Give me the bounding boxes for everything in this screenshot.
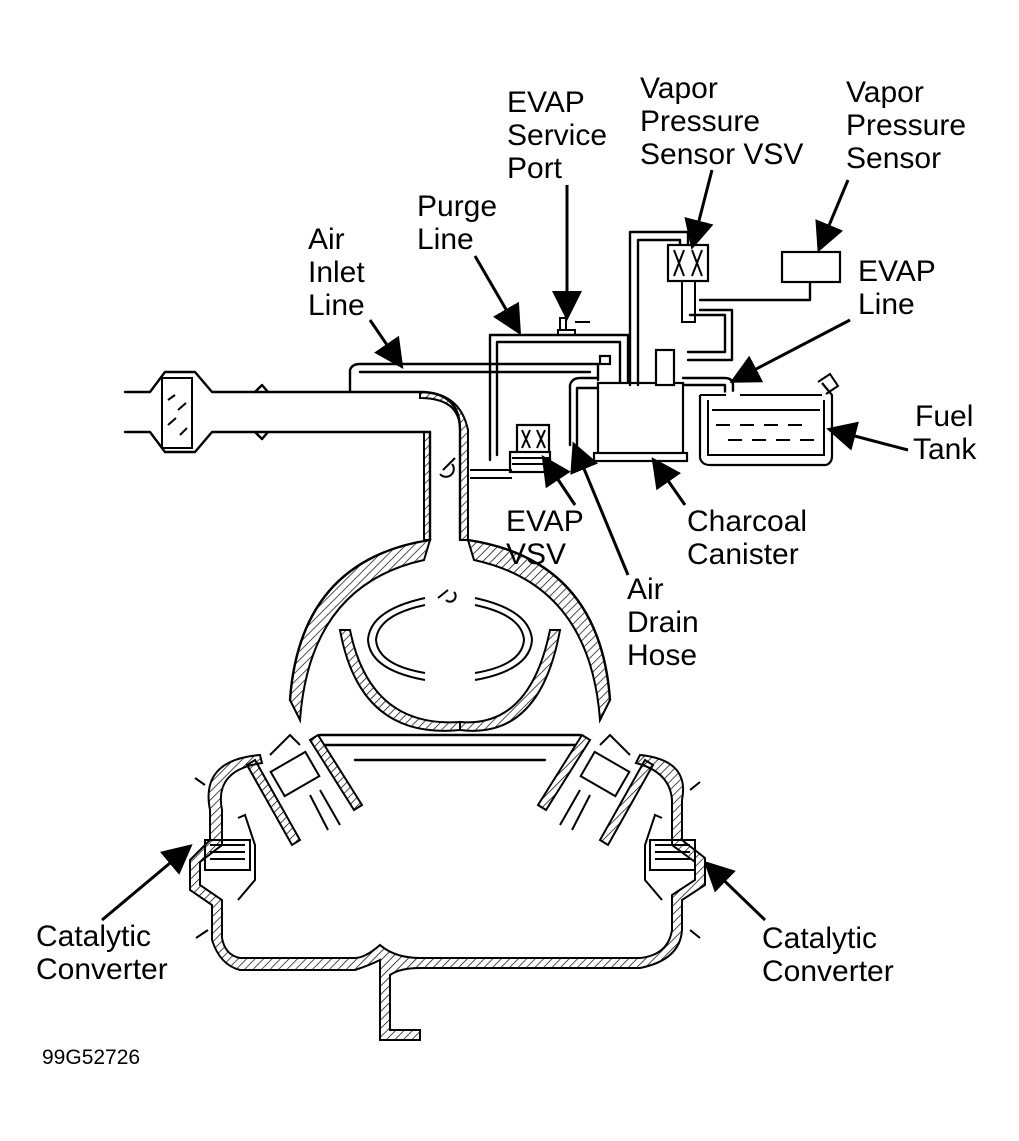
exhaust-system — [189, 753, 706, 1041]
engine-block — [245, 733, 655, 847]
air-cleaner — [123, 370, 432, 454]
vapor-pressure-sensor — [780, 250, 842, 284]
evap-vsv — [470, 423, 552, 479]
leader-arrows — [101, 169, 909, 922]
figure-code: 99G52726 — [42, 1046, 141, 1069]
fuel-tank — [698, 372, 840, 467]
charcoal-canister — [592, 348, 689, 463]
air-inlet-line — [348, 362, 600, 394]
intake-duct — [348, 390, 469, 542]
air-drain-hose — [568, 376, 600, 447]
intake-plenum — [288, 538, 612, 732]
